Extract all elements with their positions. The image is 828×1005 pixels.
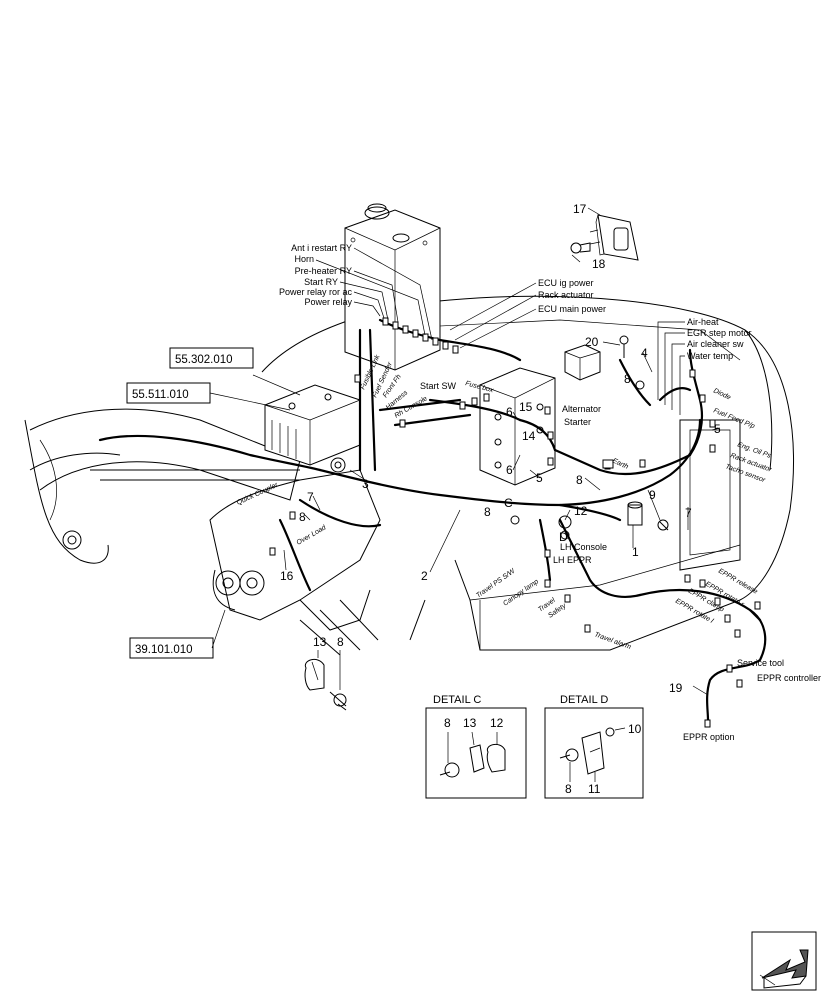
detail-c-num-13: 13: [463, 716, 477, 730]
top-left-labels: Ant i restart RY Horn Pre-heater RY Star…: [279, 243, 353, 307]
callout-9: 9: [649, 488, 656, 502]
callout-8-e: 8: [337, 635, 344, 649]
callout-1: 1: [632, 545, 639, 559]
callout-6b: 6: [506, 463, 513, 477]
callout-5b: 5: [714, 422, 721, 436]
relay-block: [564, 344, 601, 381]
detail-d-num-8: 8: [565, 782, 572, 796]
label-anti-restart-ry: Ant i restart RY: [291, 243, 352, 253]
detail-c-num-12: 12: [490, 716, 504, 730]
callout-8-d: 8: [299, 510, 306, 524]
label-ecu-main-power: ECU main power: [538, 304, 606, 314]
detail-c-box: [425, 707, 527, 799]
reference-box-55511010[interactable]: 55.511.010: [126, 382, 211, 404]
label-air-heat: Air-heat: [687, 317, 719, 327]
callout-7: 7: [307, 490, 314, 504]
wire-harness: [98, 318, 767, 722]
callout-17: 17: [573, 202, 587, 216]
label-lh-console: LH Console: [560, 542, 607, 552]
callout-8-b: 8: [576, 473, 583, 487]
detail-d-num-10: 10: [628, 722, 642, 736]
upper-frame-outline: [24, 295, 794, 656]
callout-8-a: 8: [624, 372, 631, 386]
label-egr-step-motor: EGR step motor: [687, 328, 752, 338]
reference-55302010: 55.302.010: [175, 354, 233, 366]
label-service-tool: Service tool: [737, 658, 784, 668]
label-over-load: Over Load: [296, 524, 329, 547]
detail-c-labels: DETAIL C 8 13 12: [433, 694, 504, 730]
ecu-labels: ECU ig power Rack actuator ECU main powe…: [538, 278, 606, 314]
callout-8-c: 8: [484, 505, 491, 519]
label-rack-actuator: Rack actuator: [538, 290, 594, 300]
reference-55511010: 55.511.010: [132, 389, 189, 401]
label-power-relay: Power relay: [304, 297, 352, 307]
marker-d: D: [559, 530, 568, 544]
callout-14: 14: [522, 429, 536, 443]
label-start-ry: Start RY: [304, 277, 338, 287]
label-pre-heater-ry: Pre-heater RY: [295, 266, 352, 276]
controller-box: [479, 367, 556, 486]
detail-c-num-8: 8: [444, 716, 451, 730]
reference-box-39101010[interactable]: 39.101.010: [129, 637, 214, 659]
callout-16: 16: [280, 569, 294, 583]
arrow-navigation-icon[interactable]: [751, 931, 817, 991]
label-earth: Earth: [611, 457, 629, 470]
detail-d-box: [544, 707, 644, 799]
right-side-labels: Diode Fuel Feed P/p Eng. Oil Ps Rack act…: [712, 387, 773, 484]
label-power-relay-ac: Power relay ror ac: [279, 287, 353, 297]
callout-2: 2: [421, 569, 428, 583]
label-alternator: Alternator: [562, 404, 601, 414]
part-number-callouts: 1 2 3 4 5 5 6 6 7 7 8 8 8 8 8 9 12 13 14…: [280, 202, 721, 695]
callout-12: 12: [574, 504, 588, 518]
reference-box-55302010[interactable]: 55.302.010: [169, 347, 254, 369]
detail-d-num-11: 11: [588, 782, 601, 796]
callout-3: 3: [362, 477, 369, 491]
detail-d-labels: DETAIL D 10 8 11: [560, 694, 642, 796]
label-water-temp: Water temp: [687, 351, 733, 361]
callout-13: 13: [313, 635, 327, 649]
label-travel-alarm: Travel alarm: [593, 631, 632, 651]
label-lh-eppr: LH EPPR: [553, 555, 592, 565]
middle-labels: Start SW Alternator Starter LH Console L…: [420, 381, 821, 742]
detail-d-title: DETAIL D: [560, 694, 608, 706]
detail-c-title: DETAIL C: [433, 694, 481, 706]
callout-19: 19: [669, 681, 683, 695]
part-13-8-clip: [304, 650, 347, 711]
label-horn: Horn: [294, 254, 314, 264]
label-eppr-option: EPPR option: [683, 732, 735, 742]
right-top-labels: Air-heat EGR step motor Air cleaner sw W…: [687, 317, 752, 361]
callout-4: 4: [641, 346, 648, 360]
callout-5: 5: [536, 471, 543, 485]
label-start-sw: Start SW: [420, 381, 457, 391]
label-air-cleaner-sw: Air cleaner sw: [687, 339, 744, 349]
clip-parts: [330, 335, 669, 540]
callout-15: 15: [519, 400, 533, 414]
callout-18: 18: [592, 257, 606, 271]
callout-6: 6: [506, 405, 513, 419]
marker-c: C: [504, 496, 513, 510]
part-17-cover: [570, 214, 639, 261]
battery: [264, 384, 361, 466]
leader-lines: [209, 207, 721, 696]
callout-7b: 7: [685, 506, 692, 520]
label-ecu-ig-power: ECU ig power: [538, 278, 594, 288]
reference-39101010: 39.101.010: [135, 644, 193, 656]
label-diode: Diode: [712, 387, 732, 401]
label-eppr-controller: EPPR controller: [757, 673, 821, 683]
label-starter: Starter: [564, 417, 591, 427]
callout-20: 20: [585, 335, 599, 349]
